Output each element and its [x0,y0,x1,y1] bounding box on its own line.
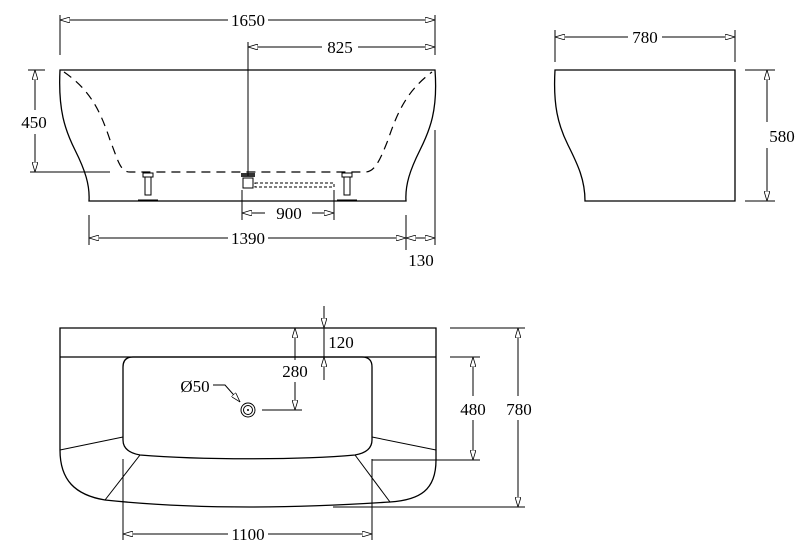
dim-top-780: 780 [506,400,532,419]
dim-diameter-50: Ø50 [180,377,209,396]
dim-1390: 1390 [231,229,265,248]
dim-130: 130 [408,251,434,270]
drain-pipe [241,173,335,189]
dim-side-780: 780 [632,28,658,47]
front-view: 1650 825 450 900 1390 130 [21,11,437,270]
dim-900: 900 [276,204,302,223]
dim-580: 580 [769,127,795,146]
tub-outline-front [59,69,437,202]
dim-120: 120 [328,333,354,352]
foot-left [138,172,158,201]
dim-280: 280 [282,362,308,381]
tub-outline-top [59,327,437,508]
drain-hole [240,402,256,418]
dim-1100: 1100 [231,525,264,544]
tub-outline-side [553,69,736,202]
dim-450: 450 [21,113,47,132]
side-view: 780 580 [553,28,795,202]
dim-1650: 1650 [231,11,265,30]
dim-825: 825 [327,38,353,57]
top-view: Ø50 280 120 480 780 1100 [59,306,532,544]
foot-right [337,172,357,201]
basin-outline [122,356,373,460]
dim-480: 480 [460,400,486,419]
